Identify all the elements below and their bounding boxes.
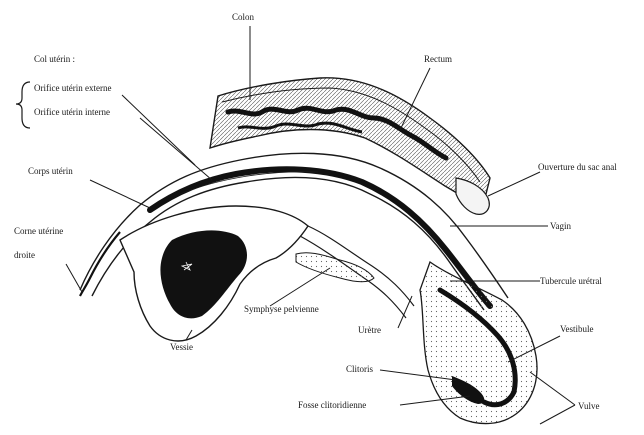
label-vessie: Vessie bbox=[170, 342, 193, 352]
label-vulve: Vulve bbox=[578, 401, 599, 411]
label-clitoris: Clitoris bbox=[346, 364, 374, 374]
label-ouverture-sac-anal: Ouverture du sac anal bbox=[538, 162, 617, 172]
leader-corne bbox=[66, 264, 82, 292]
label-corne-uterine: Corne utérine bbox=[14, 226, 63, 236]
col-uterin-brace bbox=[16, 82, 30, 128]
leader-vulve-upper bbox=[530, 372, 575, 405]
leader-uretre bbox=[398, 296, 412, 328]
label-fosse-clitoridienne: Fosse clitoridienne bbox=[298, 400, 366, 410]
leader-orifice-externe bbox=[122, 95, 195, 165]
label-colon: Colon bbox=[232, 12, 255, 22]
label-orifice-externe: Orifice utérin externe bbox=[34, 83, 111, 93]
label-tubercule-uretral: Tubercule urétral bbox=[540, 276, 602, 286]
leader-sac-anal bbox=[488, 172, 540, 196]
pubic-symphysis bbox=[296, 253, 374, 282]
leader-orifice-interne bbox=[140, 118, 212, 180]
colon-rectum-structure bbox=[210, 78, 490, 214]
label-orifice-interne: Orifice utérin interne bbox=[34, 107, 110, 117]
label-col-uterin: Col utérin : bbox=[34, 54, 75, 64]
label-corne-droite: droite bbox=[14, 250, 35, 260]
label-vestibule: Vestibule bbox=[560, 324, 594, 334]
label-rectum: Rectum bbox=[424, 54, 452, 64]
leader-symphyse bbox=[270, 268, 330, 306]
label-vagin: Vagin bbox=[550, 221, 571, 231]
label-uretre: Urètre bbox=[358, 325, 381, 335]
vulva-structure bbox=[420, 262, 537, 424]
leader-vulve-lower bbox=[540, 405, 575, 424]
label-corps-uterin: Corps utérin bbox=[28, 166, 73, 176]
leader-corps-uterin bbox=[90, 180, 150, 208]
label-symphyse: Symphyse pelvienne bbox=[244, 304, 319, 314]
